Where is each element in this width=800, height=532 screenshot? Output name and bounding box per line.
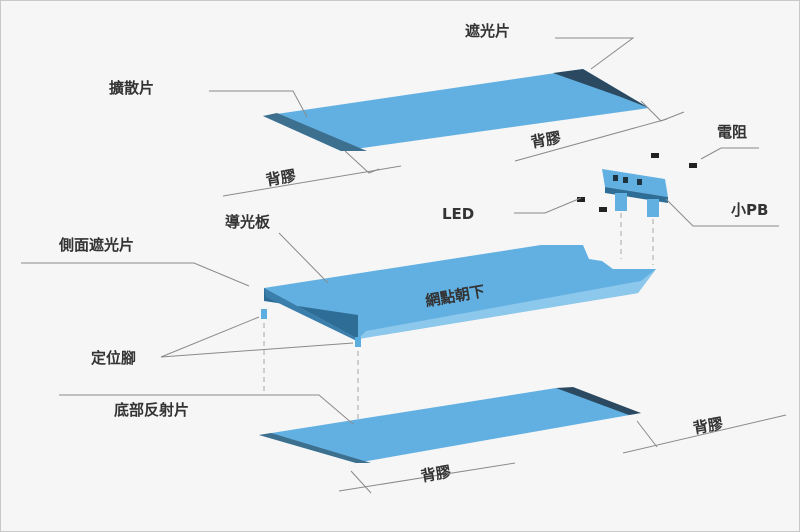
light-guide-plate <box>261 245 656 347</box>
label-back-adhesive-2: 背膠 <box>264 167 297 190</box>
label-shading-film: 遮光片 <box>465 22 510 40</box>
label-diffuser-film: 擴散片 <box>109 79 154 97</box>
label-back-adhesive-4: 背膠 <box>419 463 452 486</box>
led-chip <box>599 207 607 212</box>
resistor-chip <box>689 163 697 168</box>
label-bottom-reflector: 底部反射片 <box>114 401 189 419</box>
label-small-pcb: 小PB <box>731 201 768 219</box>
bottom-reflector-sheet <box>259 387 641 463</box>
label-resistor: 電阻 <box>717 123 747 141</box>
resistor-chip <box>651 153 659 158</box>
leader-lines <box>21 37 787 494</box>
led-chip <box>577 197 585 202</box>
positioning-pin-left <box>261 309 267 319</box>
label-side-shading-film: 側面遮光片 <box>58 236 134 254</box>
shading-strip <box>553 69 649 108</box>
label-back-adhesive-3: 背膠 <box>692 415 725 438</box>
label-led: LED <box>442 205 474 223</box>
diffuser-sheet <box>263 69 649 151</box>
positioning-pin-right <box>355 337 361 347</box>
label-positioning-pins: 定位腳 <box>91 349 136 367</box>
label-back-adhesive-1: 背膠 <box>529 129 562 152</box>
alignment-lines <box>263 213 654 421</box>
small-pcb <box>577 153 697 217</box>
label-light-guide-plate: 導光板 <box>225 213 271 231</box>
